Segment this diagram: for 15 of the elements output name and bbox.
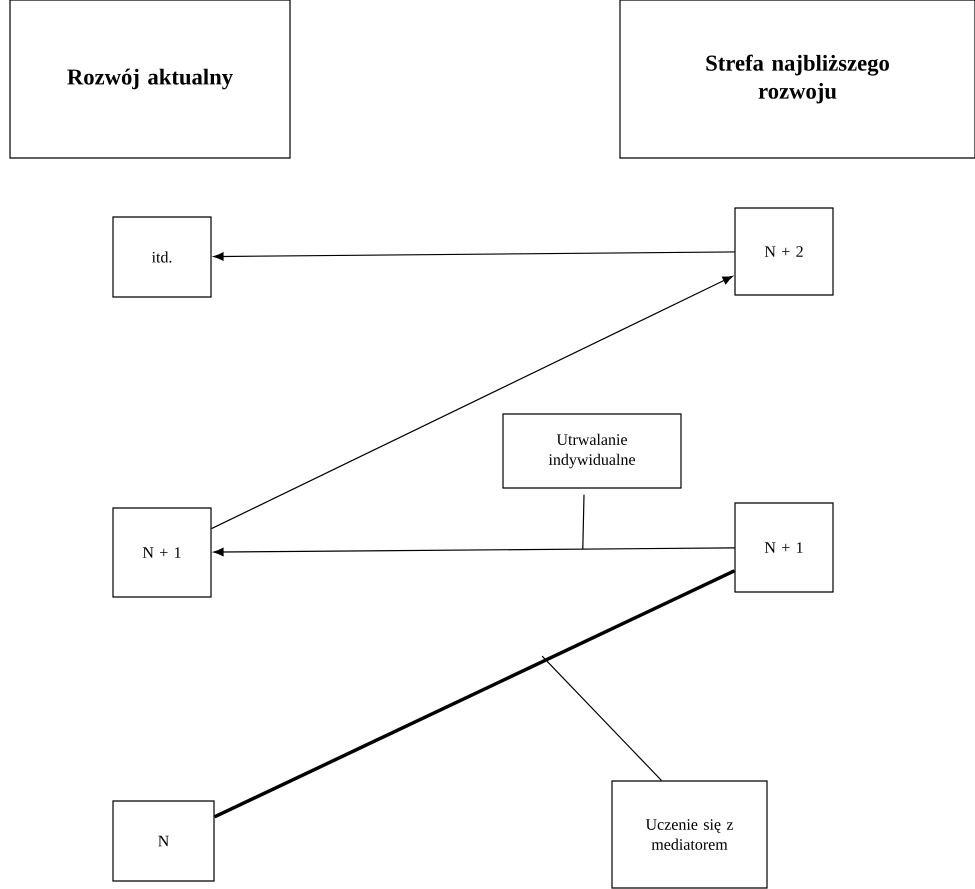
stage-box: N + 1 <box>734 502 834 593</box>
stage-box: itd. <box>112 216 212 298</box>
callout-box: Utrwalanie indywidualne <box>502 413 682 489</box>
leader-line <box>542 656 662 781</box>
heading-box: Rozwój aktualny <box>9 0 291 159</box>
stage-box: N <box>112 800 215 882</box>
connector-line <box>214 569 736 818</box>
stage-box: N + 2 <box>734 207 834 296</box>
arrow <box>213 547 734 556</box>
stage-box: N + 1 <box>112 507 212 598</box>
heading-box: Strefa najbliższego rozwoju <box>619 0 975 159</box>
arrow <box>211 276 733 530</box>
callout-box: Uczenie się z mediatorem <box>611 780 768 889</box>
leader-line <box>582 494 585 549</box>
arrow <box>213 251 734 261</box>
